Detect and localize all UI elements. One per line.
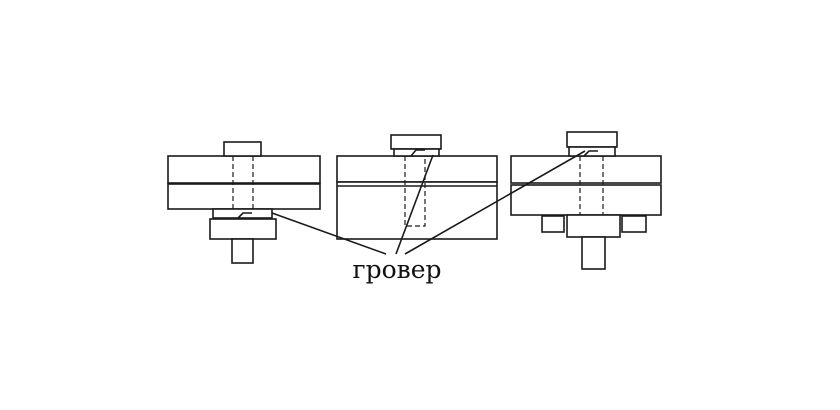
- top-plate: [167, 155, 321, 184]
- assembly-screw-blind-hole: [336, 134, 498, 240]
- support-block-right: [621, 215, 647, 233]
- lock-washer-split: [237, 212, 252, 219]
- bolt-end: [231, 238, 254, 264]
- support-block-left: [541, 215, 565, 233]
- bolt-head: [223, 141, 262, 157]
- assembly-stud-nut: [510, 131, 662, 270]
- top-plate: [336, 155, 498, 183]
- leader-lines: [271, 150, 586, 255]
- lock-washer-split: [583, 150, 598, 157]
- lock-washer: [393, 148, 440, 157]
- base-flange: [566, 214, 621, 238]
- base-block: [336, 181, 498, 240]
- nut: [566, 131, 618, 148]
- screw-head: [390, 134, 442, 150]
- leader-line-2: [395, 154, 434, 255]
- nut: [209, 218, 277, 240]
- screw-shank-hidden: [404, 156, 426, 227]
- assembly-bolt-nut: [167, 141, 321, 264]
- bottom-plate: [510, 184, 662, 216]
- bottom-plate: [167, 183, 321, 210]
- leader-line-3: [404, 150, 586, 255]
- top-plate: [510, 155, 662, 184]
- stud-end: [581, 236, 606, 270]
- lock-washer-split: [410, 149, 425, 157]
- leader-line-1: [271, 212, 387, 255]
- lock-washer-label: гровер: [352, 255, 441, 284]
